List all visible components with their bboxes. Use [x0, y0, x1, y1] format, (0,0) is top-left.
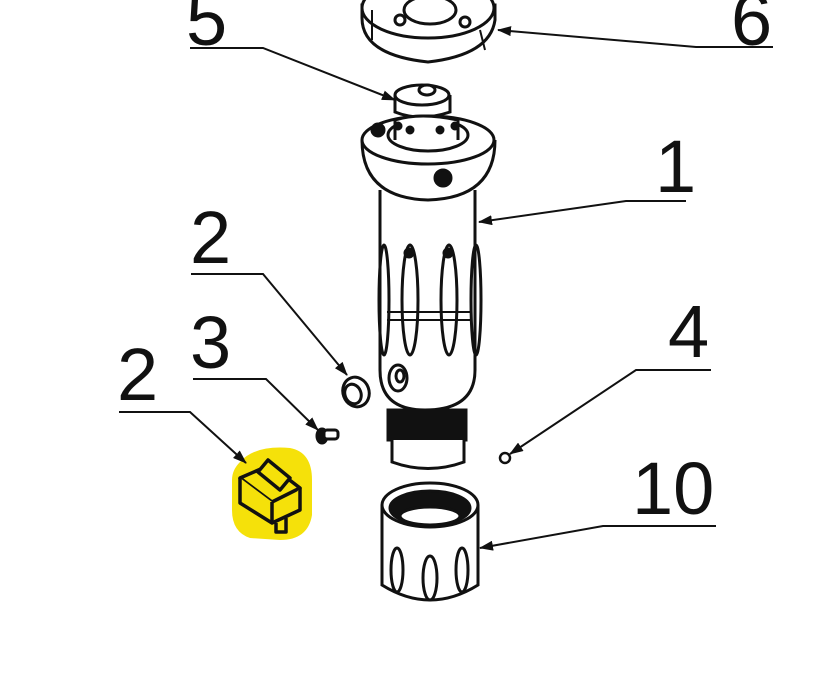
- callout-label-5: 5: [186, 0, 228, 61]
- callout-label-6: 6: [731, 0, 773, 61]
- callout-label-1: 1: [655, 125, 697, 208]
- callout-label-2b: 2: [117, 333, 159, 416]
- leader-4: [509, 369, 711, 455]
- leader-lines: [119, 26, 773, 551]
- leader-2a: [191, 273, 348, 376]
- part-o-ring: [341, 375, 371, 409]
- part-screw: [315, 427, 340, 445]
- leader-5: [190, 47, 396, 101]
- leader-1: [478, 200, 686, 226]
- leader-6: [497, 26, 773, 48]
- part-rocker-switch: [232, 447, 312, 540]
- callout-label-4: 4: [668, 290, 710, 373]
- part-main-body: [360, 114, 497, 470]
- part-top-ring-plate: [360, 0, 497, 64]
- callout-label-3: 3: [190, 301, 232, 384]
- leader-3: [193, 378, 319, 431]
- callout-label-10: 10: [632, 447, 715, 530]
- part-ball-bearing: [498, 451, 512, 465]
- leader-2b: [119, 411, 247, 464]
- callout-label-2a: 2: [190, 196, 232, 279]
- part-spindle-nut: [393, 83, 452, 119]
- part-bottom-cap: [380, 481, 480, 602]
- leader-10: [479, 525, 716, 551]
